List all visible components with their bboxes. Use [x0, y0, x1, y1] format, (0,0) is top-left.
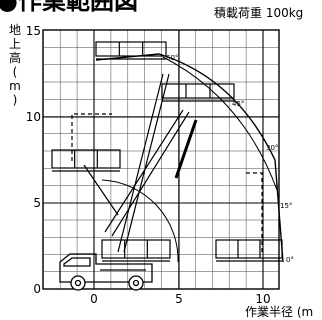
major-gridlines [43, 30, 279, 289]
rated-load-label: 積載荷重 100kg [214, 6, 304, 20]
y-axis-title-char: ) [12, 93, 18, 107]
boom-angle-label: 15° [280, 202, 292, 210]
boom-angle-label: 30° [266, 144, 278, 152]
platforms [51, 41, 283, 262]
platform-basket [215, 239, 283, 259]
y-axis-title-char: 地 [8, 23, 21, 37]
y-tick-label: 15 [26, 24, 41, 38]
y-tick-label: 0 [33, 282, 41, 296]
diagram-title: ●作業範囲図 [0, 0, 138, 15]
base-truck [59, 253, 153, 291]
y-tick-label: 10 [26, 110, 41, 124]
y-axis-title-char: 高 [8, 51, 21, 65]
boom-angle-label: 60° [166, 54, 178, 62]
platform-basket [95, 41, 167, 57]
boom [83, 73, 198, 253]
x-tick-label: 5 [175, 292, 183, 306]
y-tick-label: 5 [33, 196, 41, 210]
x-tick-label: 0 [90, 292, 98, 306]
x-axis-title: 作業半径 (m [245, 305, 314, 319]
lower-sweep-arc [101, 179, 179, 263]
y-axis-title-char: ( [12, 65, 18, 79]
platform-basket [51, 149, 121, 169]
boom-angle-label: 45° [232, 100, 244, 108]
y-axis-title-char: 上 [8, 37, 21, 51]
y-axis-title: 地 上 高 ( m ) [6, 23, 24, 107]
x-tick-label: 10 [255, 292, 270, 306]
boom-angle-label: 0° [286, 256, 294, 264]
inner-boundary [71, 113, 263, 252]
working-envelope [95, 53, 284, 263]
y-axis-title-char: m [9, 79, 21, 93]
grid [43, 30, 279, 290]
platform-basket [161, 83, 235, 99]
platform-basket [101, 239, 171, 259]
plot-frame [42, 29, 280, 290]
